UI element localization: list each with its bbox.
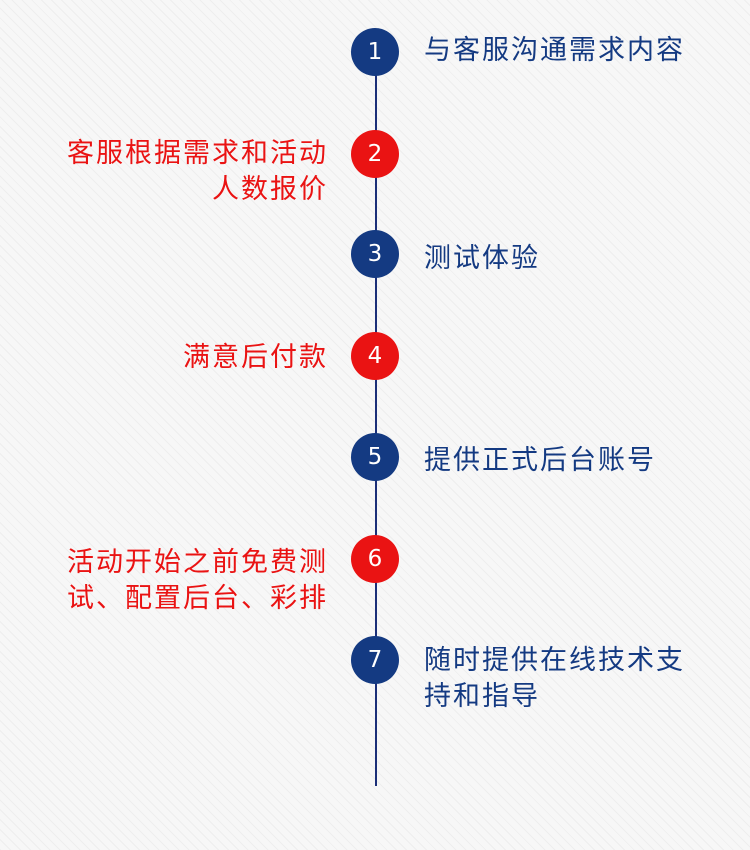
step-4-line-1: 满意后付款 [183, 342, 328, 373]
step-7-line-2: 持和指导 [424, 681, 540, 712]
step-3-line-1: 测试体验 [424, 243, 540, 274]
step-5-label: 提供正式后台账号 [424, 443, 656, 479]
step-7-line-1: 随时提供在线技术支 [424, 645, 685, 676]
step-3-marker: 3 [351, 230, 399, 278]
step-7-label: 随时提供在线技术支 持和指导 [424, 643, 685, 715]
step-6-line-2: 试、配置后台、彩排 [67, 583, 328, 614]
step-1-label: 与客服沟通需求内容 [424, 33, 685, 69]
step-2-line-2: 人数报价 [212, 174, 328, 205]
step-6-line-1: 活动开始之前免费测 [67, 547, 328, 578]
step-1-marker: 1 [351, 28, 399, 76]
step-2-line-1: 客服根据需求和活动 [67, 138, 328, 169]
step-4-marker: 4 [351, 332, 399, 380]
step-5-marker: 5 [351, 433, 399, 481]
step-4-label: 满意后付款 [183, 340, 328, 376]
step-7-marker: 7 [351, 636, 399, 684]
step-6-marker: 6 [351, 535, 399, 583]
step-2-label: 客服根据需求和活动 人数报价 [67, 136, 328, 208]
step-6-label: 活动开始之前免费测 试、配置后台、彩排 [67, 545, 328, 617]
step-2-marker: 2 [351, 130, 399, 178]
step-5-line-1: 提供正式后台账号 [424, 445, 656, 476]
step-1-line-1: 与客服沟通需求内容 [424, 35, 685, 66]
step-3-label: 测试体验 [424, 241, 540, 277]
timeline-line [375, 50, 377, 786]
